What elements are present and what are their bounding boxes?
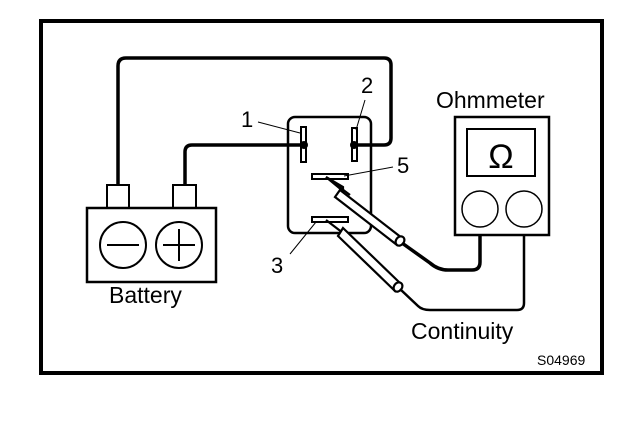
ohmmeter-display: [466, 128, 536, 177]
leader-pin-5: [343, 166, 394, 177]
wire-positive-to-pin-1: [183, 143, 304, 186]
battery-terminal-negative: [106, 184, 130, 209]
pin-5-label: 5: [397, 153, 409, 178]
battery-positive-icon: [155, 221, 203, 269]
ohm-symbol: Ω: [488, 138, 513, 176]
battery-terminal-positive: [172, 184, 197, 209]
battery-label: Battery: [109, 282, 182, 308]
relay-pin-2: [350, 127, 358, 162]
figure-code: S04969: [537, 352, 585, 368]
leader-pin-2: [355, 99, 366, 131]
relay-pin-3: [311, 216, 349, 223]
ohmmeter-jack-right: [505, 190, 543, 228]
pin-3-label: 3: [271, 253, 283, 278]
relay-pin-1: [300, 126, 308, 163]
probe-upper: [325, 176, 406, 247]
battery-negative-icon: [99, 221, 147, 269]
ohmmeter-jack-left: [461, 190, 499, 228]
continuity-label: Continuity: [411, 318, 514, 344]
leader-pin-1: [257, 121, 301, 134]
pin-2-label: 2: [361, 73, 373, 98]
figure-frame: [39, 19, 604, 375]
wire-negative-to-pin-2: [116, 56, 393, 186]
relay-body: [286, 115, 373, 235]
lead-lower-to-jack-right: [399, 228, 526, 312]
lead-upper-to-jack-left: [400, 228, 482, 272]
leader-pin-3: [289, 221, 317, 255]
pin-1-label: 1: [241, 107, 253, 132]
ohmmeter-label: Ohmmeter: [436, 87, 545, 113]
